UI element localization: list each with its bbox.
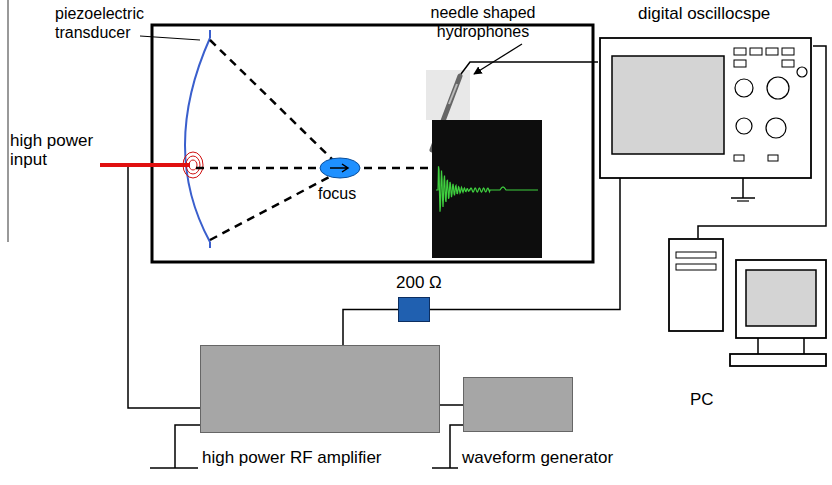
waveform-display [432,120,542,258]
focus-arrow [330,164,348,172]
oscilloscope-shape [598,30,813,202]
node-label: high power RF amplifier [202,448,442,468]
part-label: high power input [10,131,98,169]
signal-wire [440,404,463,406]
leader-line [140,36,200,40]
focus-spot [320,158,360,178]
drive-wire [128,167,200,408]
waveform-trace [436,166,538,212]
power-input-line [100,163,190,167]
water-tank [152,25,593,262]
generator-box: waveform generator [463,377,573,432]
node-label: PC [690,390,832,410]
frame-line [7,0,8,242]
node-label: 200 Ω [396,273,428,293]
pc-computer: PC [668,238,828,373]
resistor-box-shape [398,297,430,322]
part-label: focus [318,184,356,203]
oscilloscope: digital oscillocspe [598,30,813,202]
needle-highlight [449,84,457,104]
pc-computer-shape [668,238,828,373]
part-label: needle shaped hydrophones [398,3,568,41]
node-label: waveform generator [462,448,572,468]
node-label: digital oscillocspe [638,4,832,24]
signal-wire [343,310,398,346]
part-label: piezoelectric transducer [55,4,160,42]
beam-lines [196,40,430,240]
amplifier-box-shape [200,345,440,433]
signal-wire [430,178,620,310]
piezoelectric-transducer [185,38,210,242]
amplifier-box: high power RF amplifier [200,345,440,433]
generator-box-shape [463,377,573,432]
leader-arrow [474,44,522,74]
transducer-rim [209,30,211,38]
hydrophone-cable [461,62,598,74]
transducer-rim [209,242,211,248]
resistor-box: 200 Ω [398,297,430,322]
